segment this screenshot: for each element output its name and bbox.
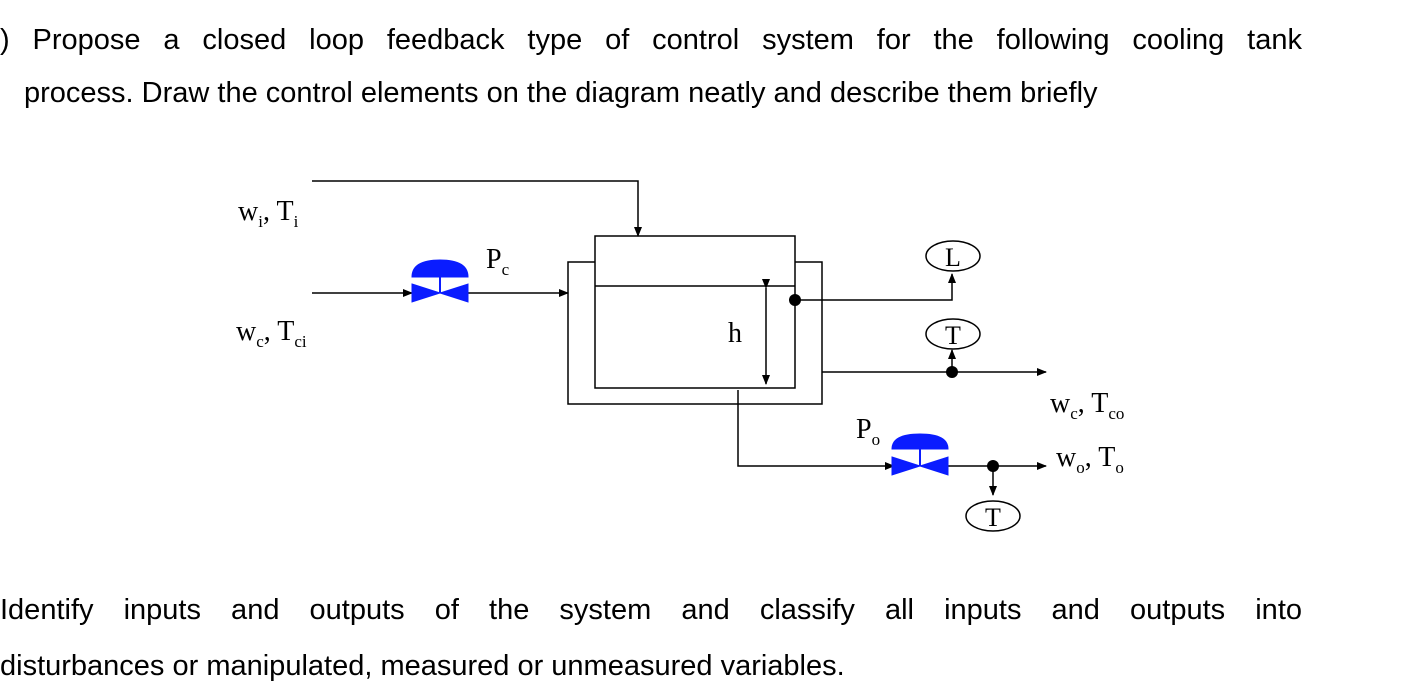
outlet-valve-actuator xyxy=(891,433,949,450)
svg-text:T: T xyxy=(945,321,961,350)
question-2-line-2: disturbances or manipulated, measured or… xyxy=(0,650,845,682)
question-2-line-1: Identify inputs and outputs of the syste… xyxy=(0,594,1302,626)
level-tap-dot xyxy=(789,294,801,306)
outlet-valve-body xyxy=(891,456,949,476)
outlet-temp-transmitter-bubble: T xyxy=(965,500,1021,532)
coolant-outlet-label: wc, Tco xyxy=(1050,388,1124,423)
tank-outlet-label: wo, To xyxy=(1056,442,1124,477)
inlet-feed-line xyxy=(312,180,642,237)
jacket-outline xyxy=(567,261,823,405)
coolant-control-valve xyxy=(411,259,469,303)
level-transmitter-bubble: L xyxy=(925,240,981,272)
level-h-label: h xyxy=(728,318,742,349)
coolant-valve-actuator xyxy=(411,259,469,278)
tank-outlet-line-a xyxy=(737,390,895,470)
coolant-inlet-label: wc, Tci xyxy=(236,316,307,351)
inlet-feed-label: wi, Ti xyxy=(238,196,299,231)
svg-text:T: T xyxy=(985,503,1001,532)
level-measure-line xyxy=(795,273,956,301)
coolant-temp-transmitter-bubble: T xyxy=(925,318,981,350)
coolant-valve-body xyxy=(411,283,469,303)
outlet-control-valve xyxy=(891,433,949,476)
coolant-valve-pressure-label: Pc xyxy=(486,244,510,279)
outlet-valve-pressure-label: Po xyxy=(856,414,880,449)
tank xyxy=(594,235,796,389)
outlet-temp-dot xyxy=(987,460,999,472)
question-1-line-1: ) Propose a closed loop feedback type of… xyxy=(0,24,1302,56)
question-1-line-2: process. Draw the control elements on th… xyxy=(24,77,1098,109)
svg-text:L: L xyxy=(945,243,961,272)
coolant-temp-dot xyxy=(946,366,958,378)
